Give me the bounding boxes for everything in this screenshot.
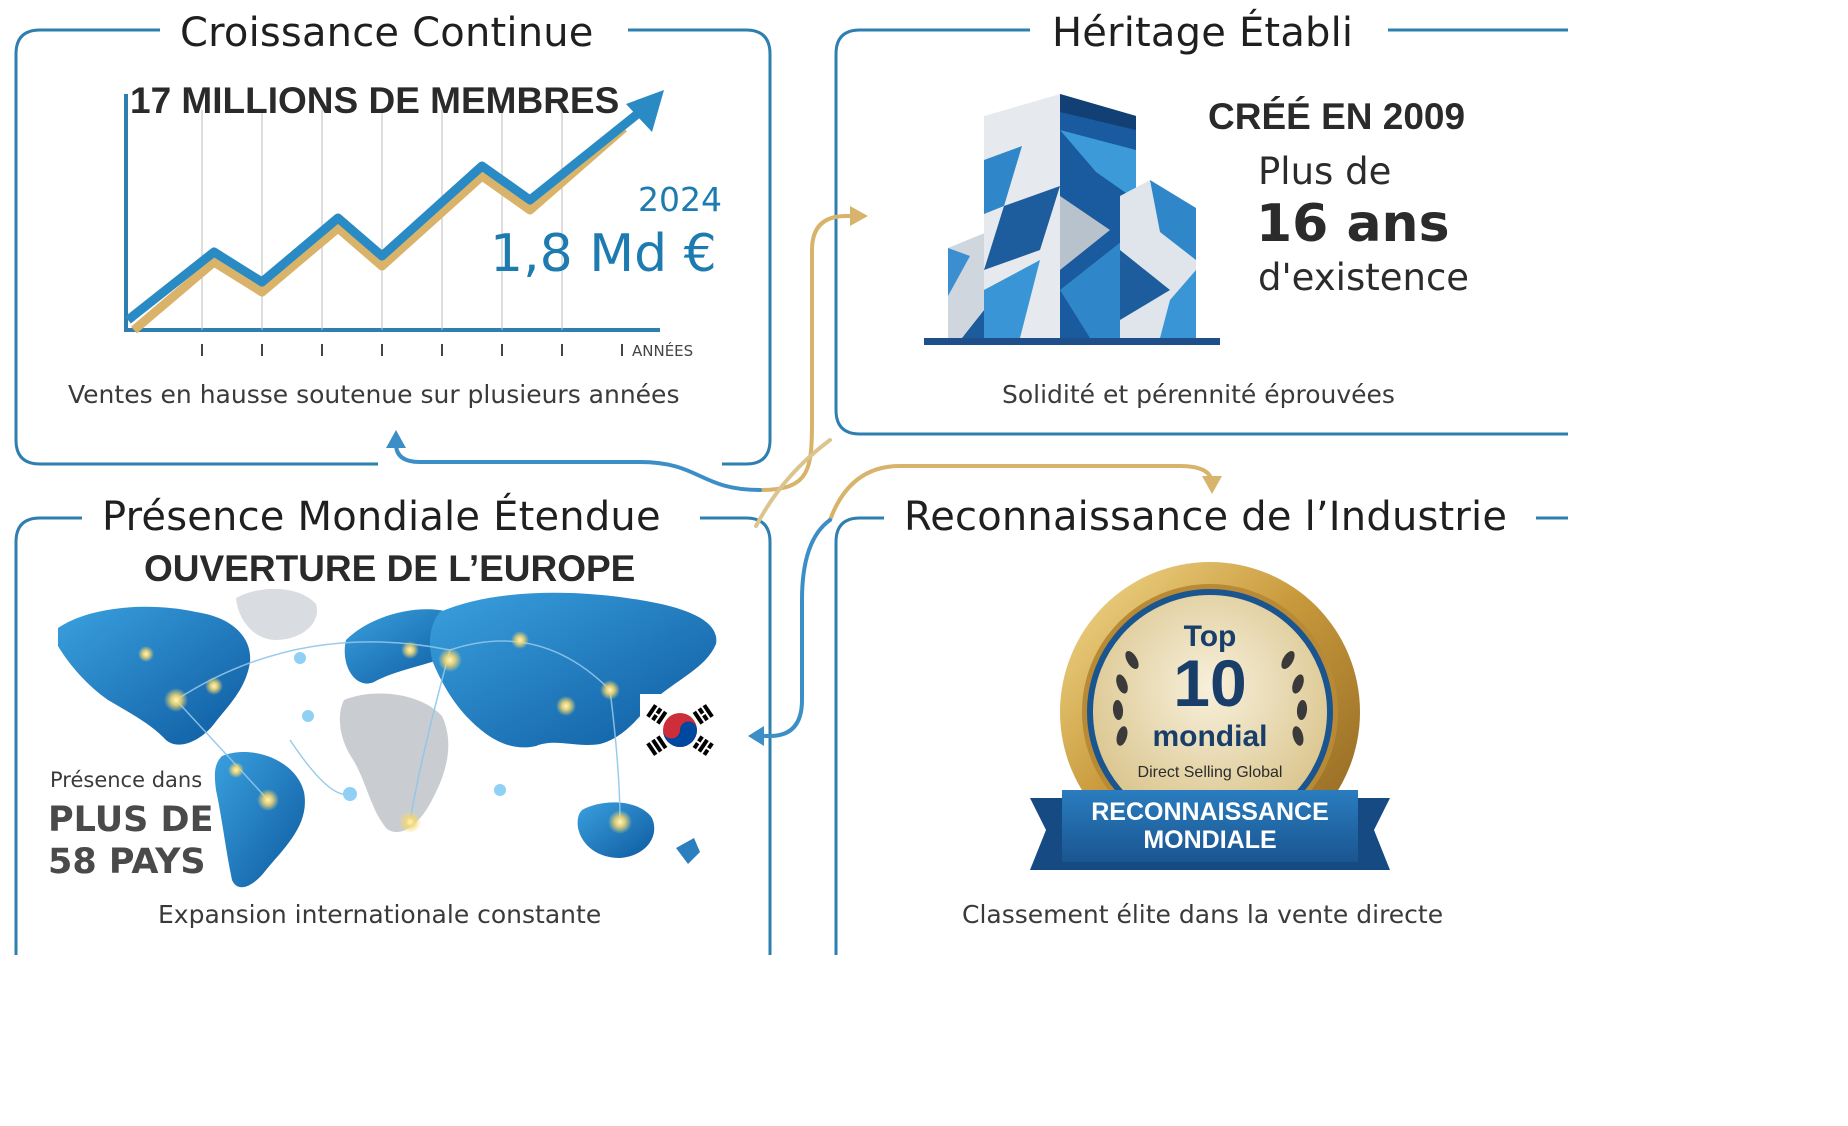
heritage-line3: d'existence — [1258, 256, 1470, 299]
presence-big1: PLUS DE — [48, 800, 214, 840]
global-headline: OUVERTURE DE L’EUROPE — [144, 548, 636, 589]
medal-number: 10 — [1173, 646, 1247, 720]
medal-icon — [1030, 562, 1390, 870]
growth-frame — [14, 28, 378, 466]
medal-sub: Direct Selling Global — [1137, 764, 1283, 781]
building-icon — [924, 94, 1220, 345]
presence-small: Présence dans — [50, 768, 203, 792]
medal-top: Top — [1183, 620, 1237, 653]
global-title: Présence Mondiale Étendue — [82, 494, 681, 540]
south-korea-flag-icon — [640, 694, 720, 766]
frame-graphics — [14, 28, 1568, 955]
growth-title: Croissance Continue — [160, 10, 614, 56]
industry-frame — [834, 516, 884, 955]
global-frame — [14, 516, 82, 955]
global-caption: Expansion internationale constante — [158, 900, 602, 929]
ribbon-line2: MONDIALE — [1143, 826, 1277, 854]
growth-year: 2024 — [638, 180, 722, 219]
heritage-caption: Solidité et pérennité éprouvées — [1002, 380, 1395, 409]
heritage-title: Héritage Établi — [1032, 10, 1374, 56]
presence-big2: 58 PAYS — [48, 842, 206, 882]
growth-headline: 17 MILLIONS DE MEMBRES — [130, 80, 620, 121]
heritage-frame — [834, 28, 1568, 436]
infographic: Croissance Continue 17 MILLIONS DE MEMBR… — [14, 10, 1568, 955]
heritage-years: 16 ans — [1256, 194, 1450, 254]
industry-caption: Classement élite dans la vente directe — [962, 900, 1444, 929]
growth-caption: Ventes en hausse soutenue sur plusieurs … — [68, 380, 680, 409]
heritage-line1: Plus de — [1258, 150, 1392, 193]
industry-title: Reconnaissance de l’Industrie — [884, 494, 1528, 540]
heritage-headline: CRÉÉ EN 2009 — [1208, 96, 1466, 137]
growth-chart-icon — [124, 90, 664, 356]
medal-word: mondial — [1152, 720, 1268, 753]
growth-axis-label: ANNÉES — [632, 342, 694, 360]
growth-amount: 1,8 Md € — [490, 224, 717, 284]
ribbon-line1: RECONNAISSANCE — [1091, 798, 1329, 826]
